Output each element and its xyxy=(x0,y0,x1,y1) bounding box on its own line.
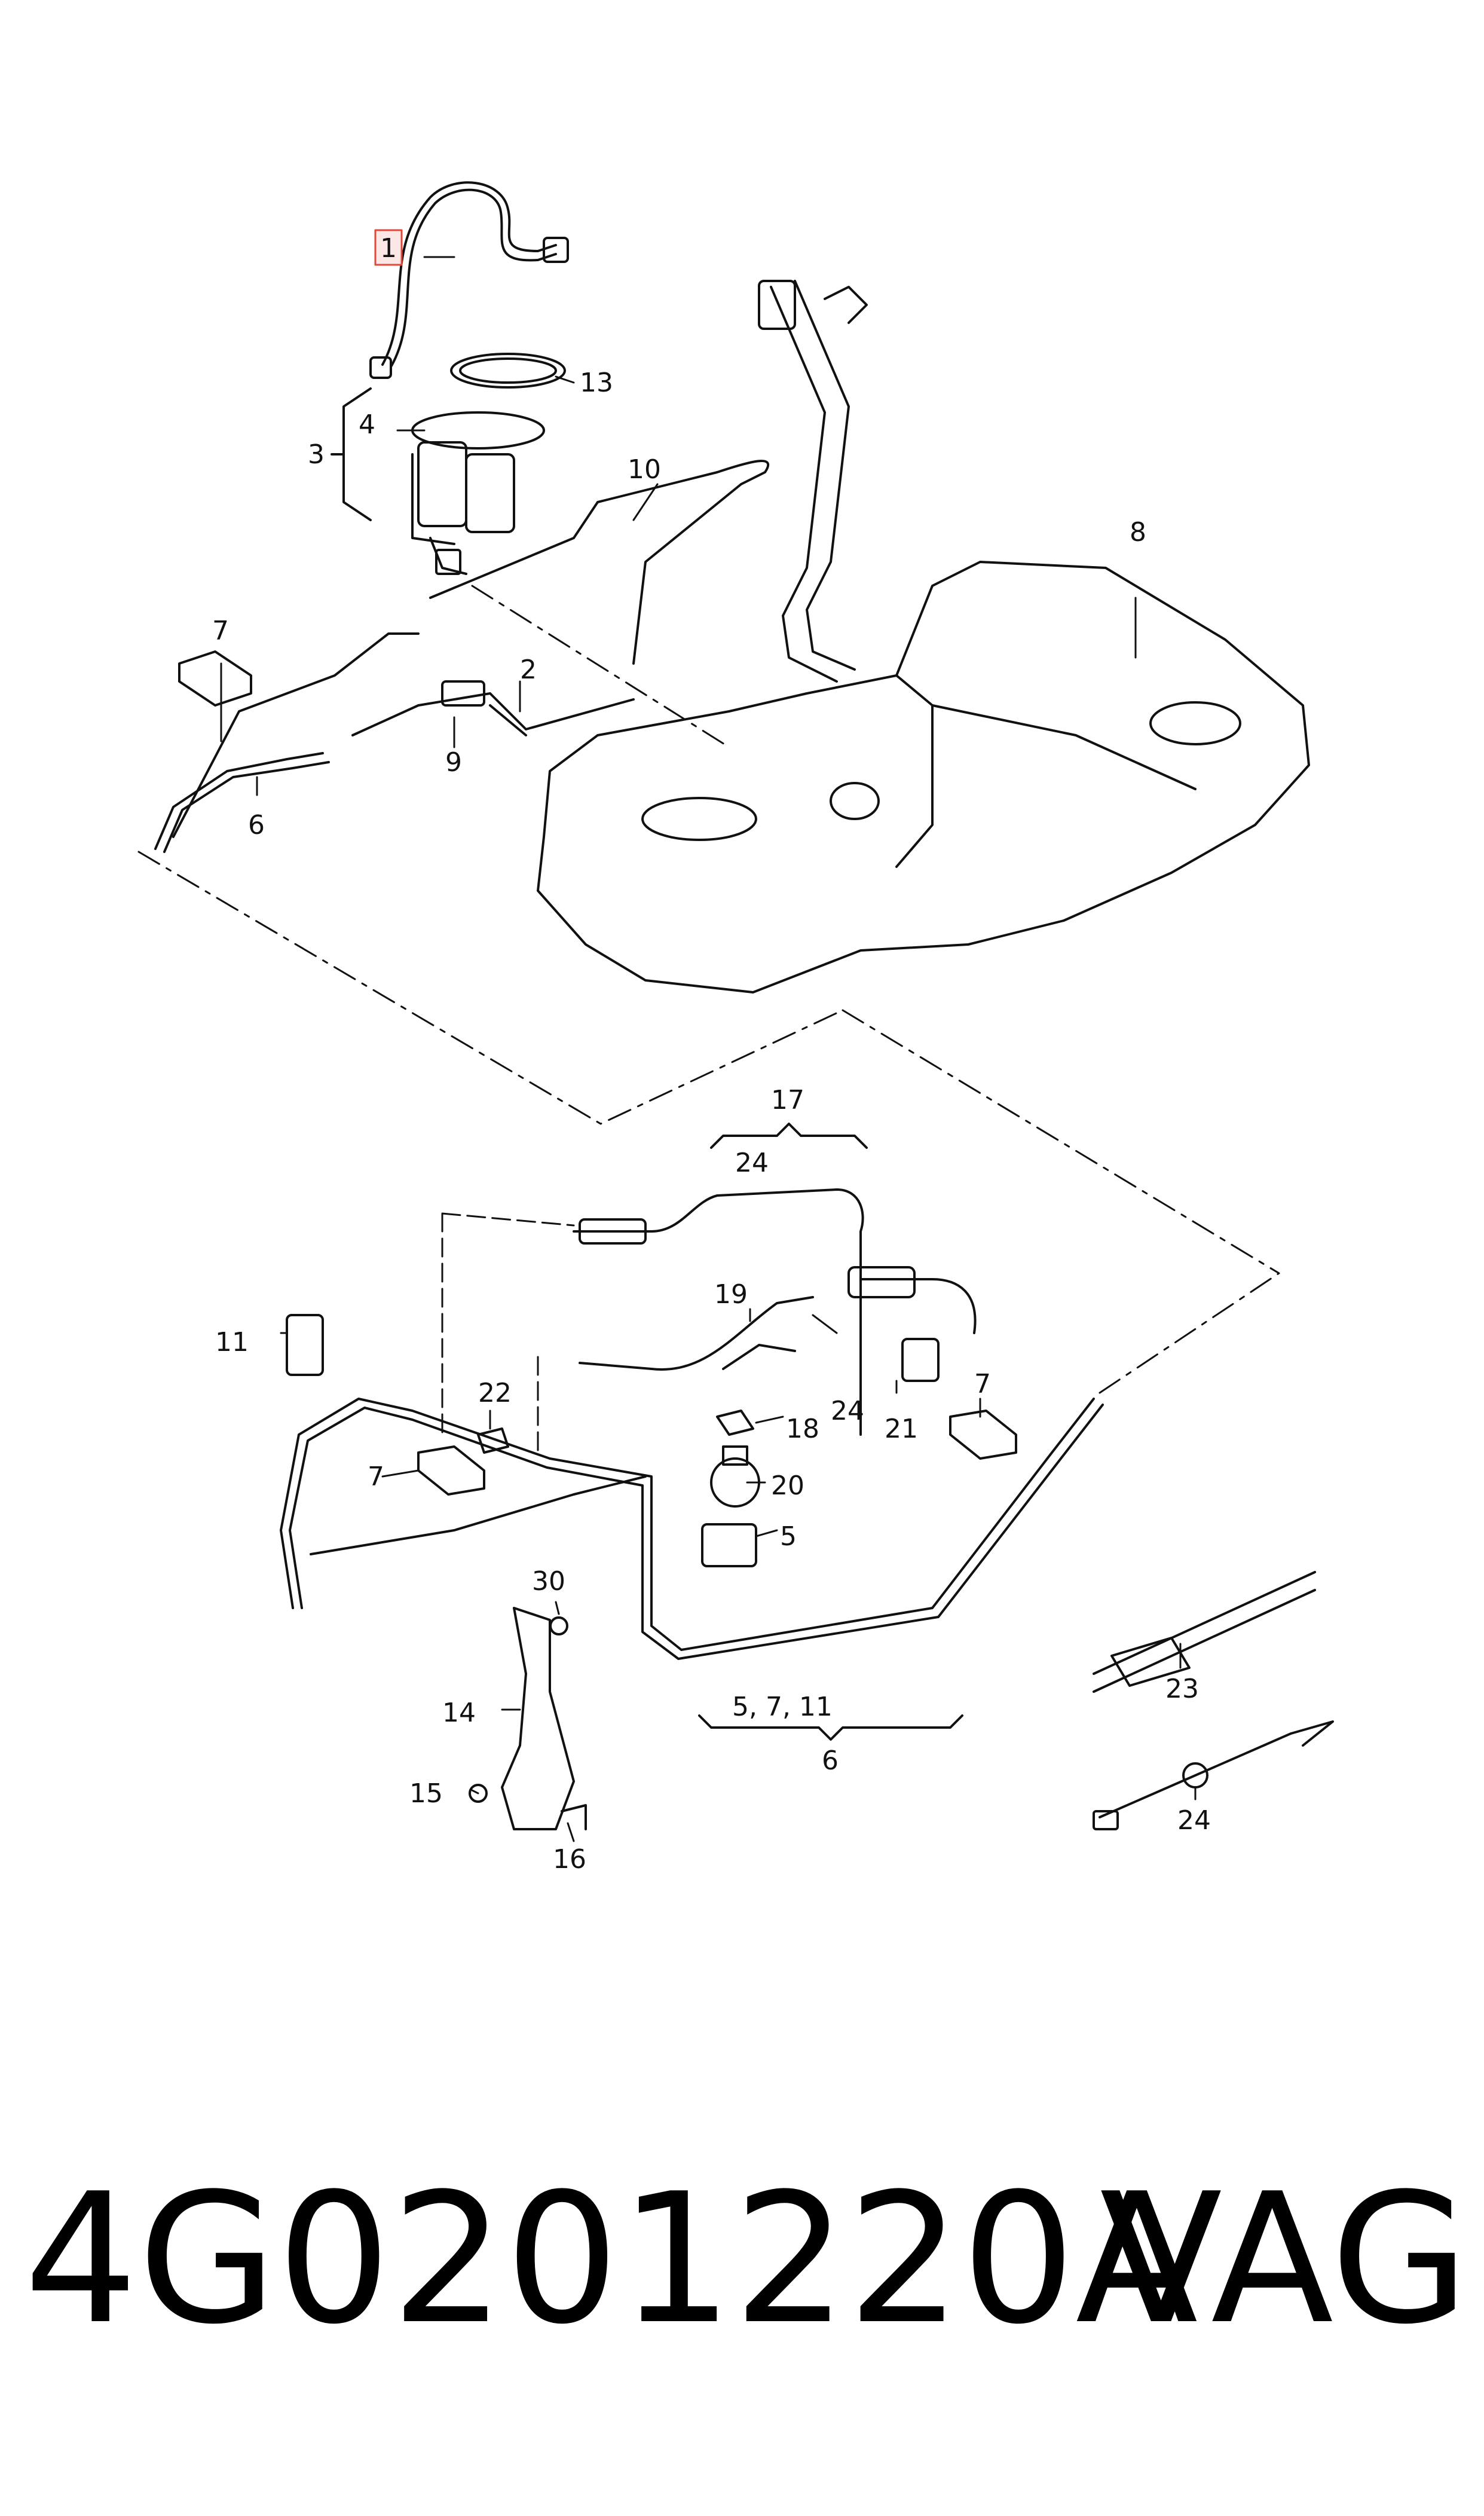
leader-dashed-lower xyxy=(441,1212,575,1454)
retainer-11 xyxy=(286,1314,324,1376)
fuel-line-set-17 xyxy=(573,1188,977,1436)
fuel-delivery-unit xyxy=(411,411,545,575)
fuel-vent-line xyxy=(429,460,770,599)
callout-5: 5 xyxy=(780,1521,797,1552)
cable-tie-holder-23 xyxy=(1093,1571,1316,1693)
callout-9: 9 xyxy=(445,747,462,778)
leader-lines xyxy=(220,256,1197,1842)
callout-16: 16 xyxy=(553,1844,586,1875)
callout-24c: 24 xyxy=(1177,1805,1211,1836)
connector-21 xyxy=(901,1338,940,1382)
fuel-vent-line-branch xyxy=(632,483,742,665)
callout-8: 8 xyxy=(1130,517,1146,548)
callout-1: 1 xyxy=(380,233,397,264)
fuel-tank xyxy=(537,561,1310,993)
brand-caption: VAG xyxy=(1100,2155,1470,2364)
callout-22: 22 xyxy=(478,1378,512,1408)
callout-7c: 7 xyxy=(368,1462,384,1492)
valve-20 xyxy=(710,1445,760,1508)
bracket-14 xyxy=(469,1607,587,1830)
callout-13: 13 xyxy=(580,368,613,398)
callout-3: 3 xyxy=(308,439,325,470)
callout-18: 18 xyxy=(786,1414,819,1444)
callout-23: 23 xyxy=(1165,1674,1199,1704)
callout-7b: 7 xyxy=(974,1369,991,1399)
callout-24a: 24 xyxy=(735,1148,769,1178)
holder-18 xyxy=(716,1410,754,1436)
callout-20: 20 xyxy=(771,1471,804,1501)
retainer-clip-lower-left xyxy=(417,1445,485,1496)
cable-tie-24 xyxy=(1093,1720,1334,1830)
fuel-lines-lower xyxy=(280,1398,1104,1660)
callout-2: 2 xyxy=(520,655,537,685)
callout-30: 30 xyxy=(532,1566,565,1597)
upper-section-dashed-boundary xyxy=(137,585,844,1125)
group-bracket-3 xyxy=(331,387,372,521)
retainer-clip-upper xyxy=(178,650,252,707)
callout-6b: 6 xyxy=(822,1745,839,1776)
callout-21: 21 xyxy=(885,1414,918,1444)
clip-22 xyxy=(477,1427,509,1454)
callout-5-7-11: 5, 7, 11 xyxy=(732,1692,833,1722)
callout-11: 11 xyxy=(215,1327,249,1358)
retainer-5 xyxy=(701,1523,757,1567)
callout-7a: 7 xyxy=(212,616,229,646)
callout-labels: 1 13 4 3 10 8 7 2 9 6 17 24 19 11 22 24 … xyxy=(212,233,1211,1875)
callout-10: 10 xyxy=(628,454,661,485)
filler-neck xyxy=(758,280,868,683)
callout-6a: 6 xyxy=(248,810,265,840)
part-number-caption: 4G0201220A xyxy=(24,2155,1198,2364)
connecting-line-with-valve xyxy=(351,680,635,736)
callout-4: 4 xyxy=(359,409,375,440)
callout-14: 14 xyxy=(442,1698,476,1728)
callout-19: 19 xyxy=(714,1279,748,1310)
tank-seal-ring xyxy=(450,353,566,389)
callout-17: 17 xyxy=(771,1085,804,1115)
callout-15: 15 xyxy=(409,1778,443,1809)
fuel-lines-upper xyxy=(154,632,420,853)
highlight-box-callout-1 xyxy=(374,229,403,266)
group-bracket-6-lower xyxy=(698,1714,963,1741)
fuel-pump-wiring-harness xyxy=(369,181,569,379)
lower-section-dashed-boundary xyxy=(842,1009,1280,1394)
callout-24b: 24 xyxy=(831,1396,864,1426)
group-bracket-17 xyxy=(710,1123,868,1149)
retainer-clip-lower-right xyxy=(949,1410,1017,1460)
hose-19 xyxy=(579,1296,814,1371)
